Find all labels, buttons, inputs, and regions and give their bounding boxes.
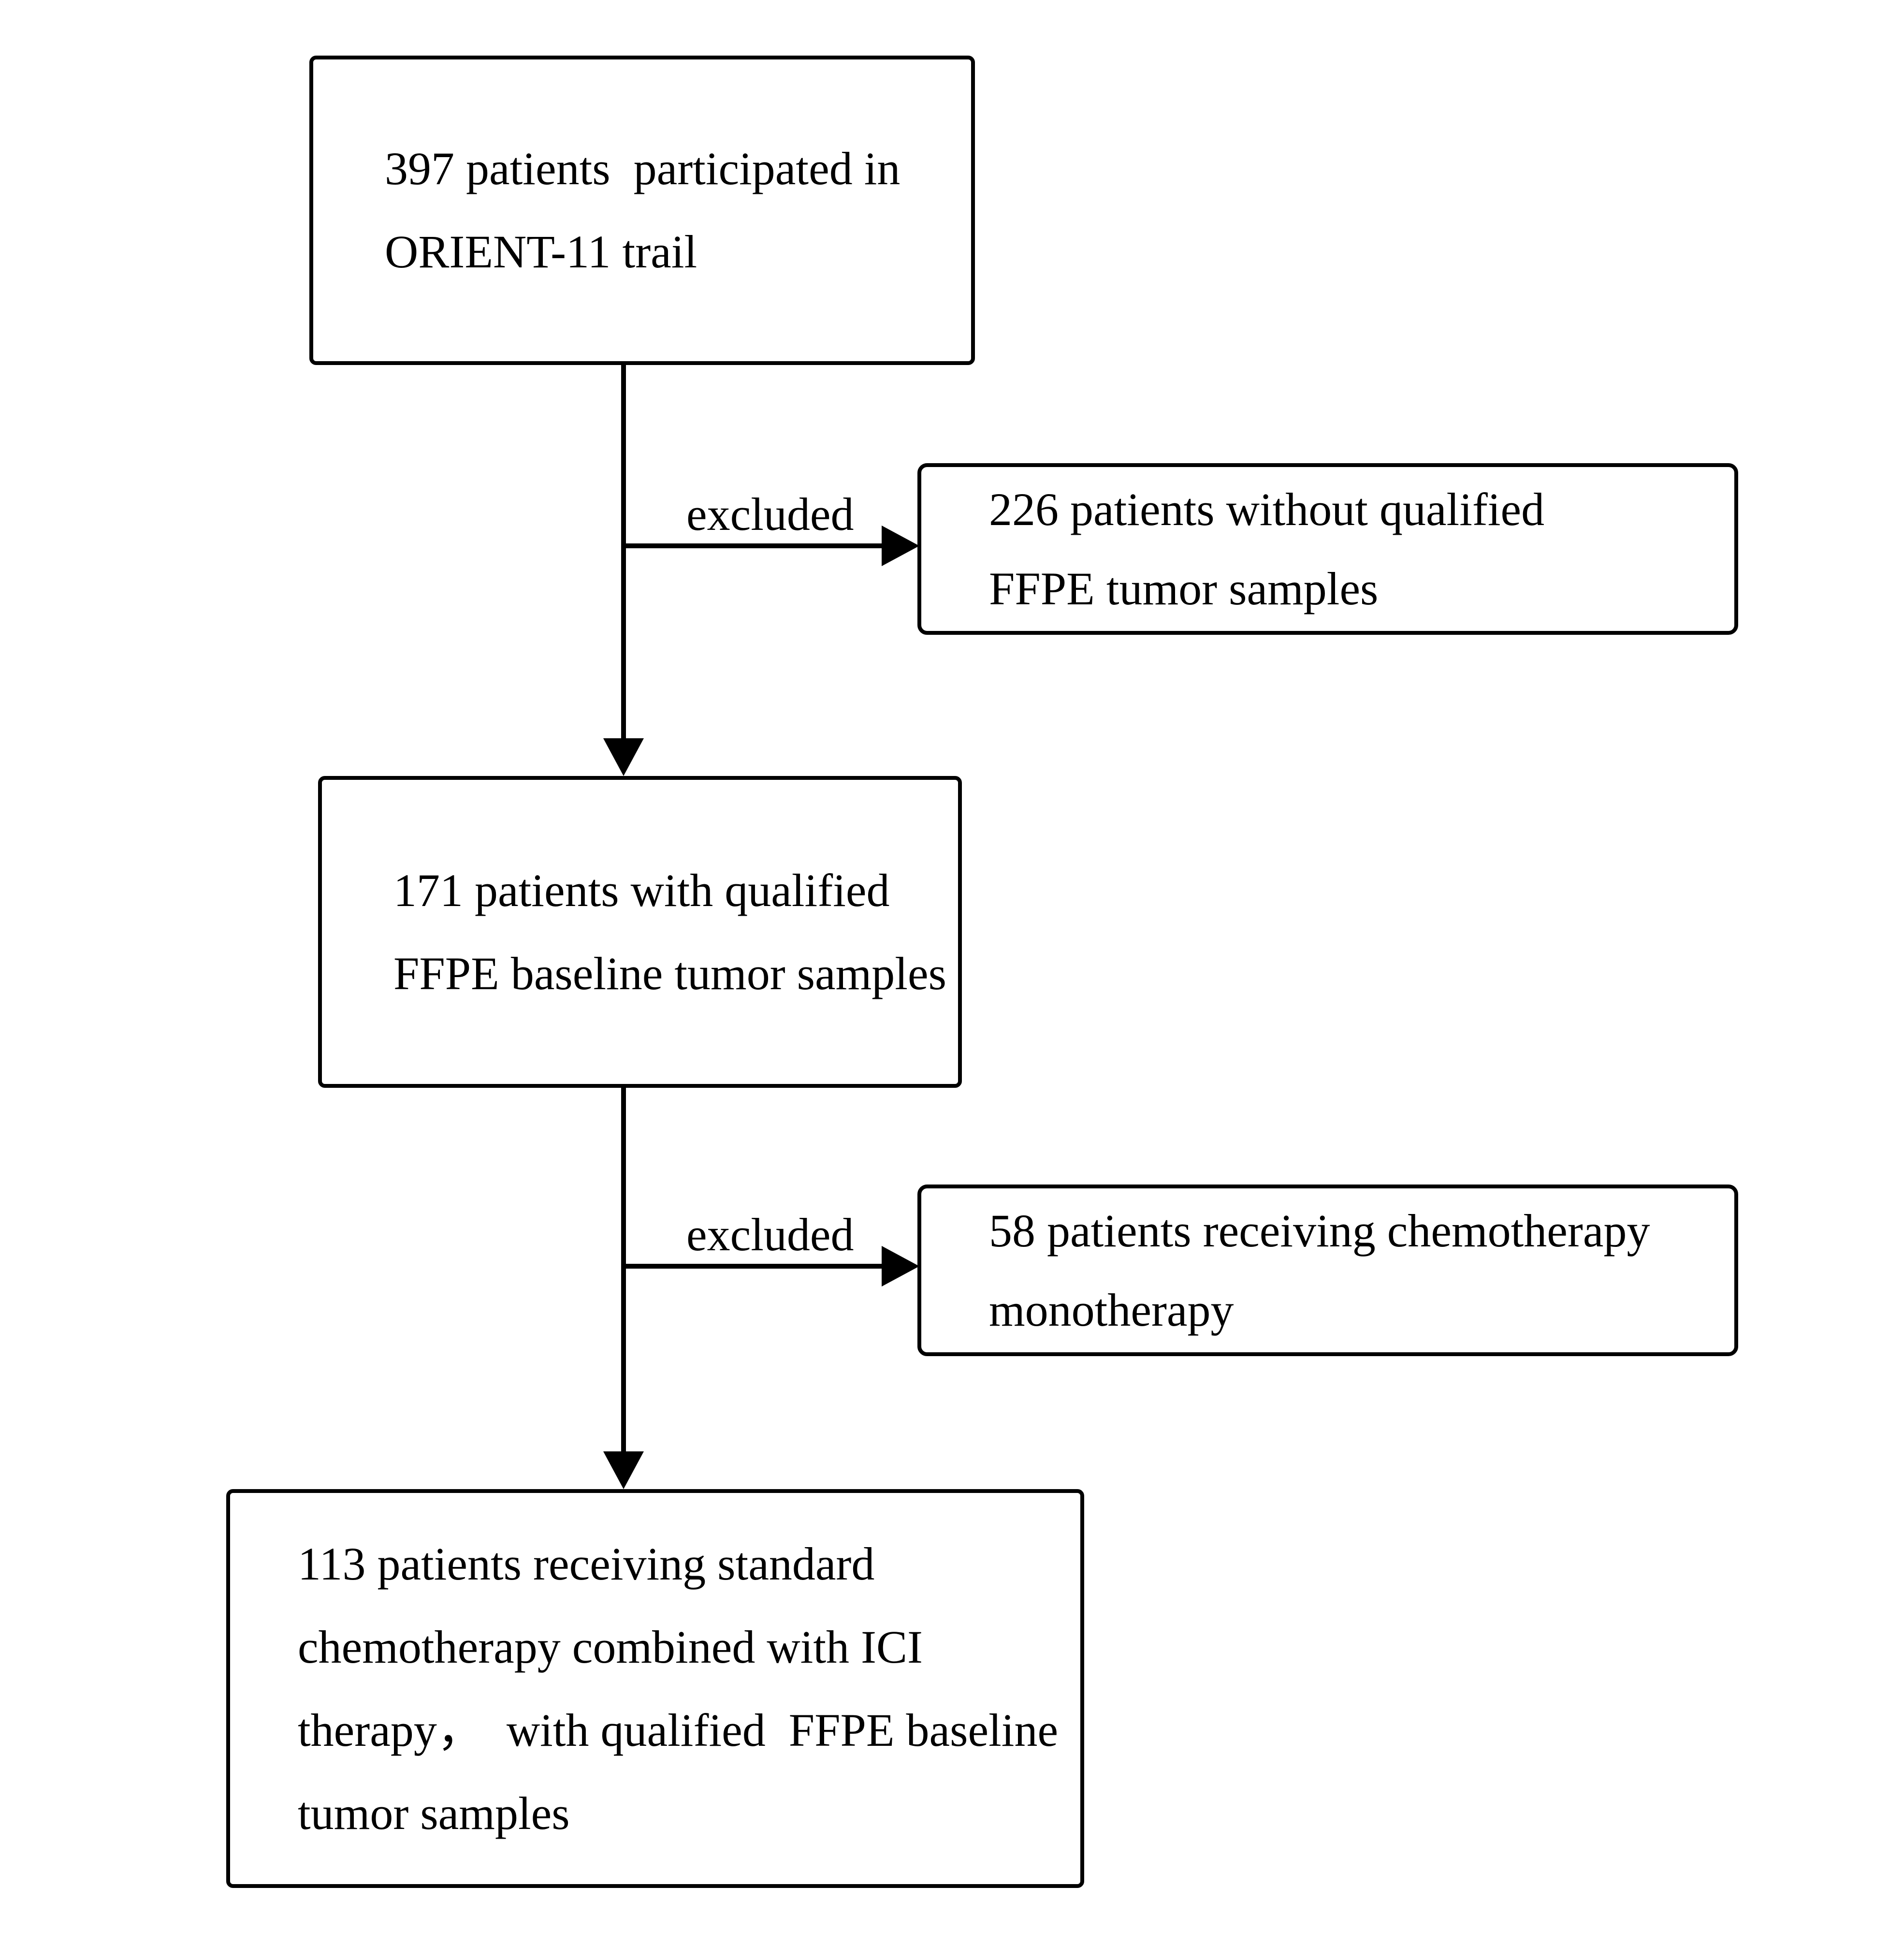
flow-box-226-excluded: 226 patients without qualified FFPE tumo…	[917, 463, 1738, 635]
box-text-line: 397 patients participated in	[385, 143, 901, 194]
box-text-line: 171 patients with qualified	[393, 864, 890, 916]
flow-box-113-patients: 113 patients receiving standard chemothe…	[226, 1489, 1084, 1888]
connector-line-horizontal-1	[624, 543, 885, 548]
box-text-line: tumor samples	[298, 1787, 570, 1839]
box-text-line: FFPE baseline tumor samples	[393, 947, 946, 999]
excluded-label-1: excluded	[686, 488, 854, 540]
arrow-down-icon	[603, 738, 644, 776]
flow-box-397-patients: 397 patients participated in ORIENT-11 t…	[309, 56, 975, 365]
connector-line-vertical-1	[621, 364, 626, 745]
connector-line-vertical-2	[621, 1086, 626, 1458]
box-text-line: 226 patients without qualified	[989, 483, 1545, 535]
connector-line-horizontal-2	[624, 1264, 885, 1269]
box-text-line: 113 patients receiving standard	[298, 1537, 875, 1590]
excluded-label-2: excluded	[686, 1209, 854, 1260]
arrow-down-icon	[603, 1451, 644, 1489]
box-text-line: FFPE tumor samples	[989, 562, 1379, 614]
box-text-line: chemotherapy combined with ICI	[298, 1621, 923, 1673]
box-text-line: 58 patients receiving chemotherapy	[989, 1204, 1650, 1257]
arrow-right-icon	[882, 526, 919, 566]
flow-box-58-excluded: 58 patients receiving chemotherapy monot…	[917, 1185, 1738, 1356]
box-text-line: monotherapy	[989, 1284, 1234, 1336]
box-text-line: therapy， with qualified FFPE baseline	[298, 1704, 1059, 1756]
flow-box-171-patients: 171 patients with qualified FFPE baselin…	[318, 776, 962, 1088]
box-text-line: ORIENT-11 trail	[385, 226, 697, 278]
arrow-right-icon	[882, 1246, 919, 1287]
